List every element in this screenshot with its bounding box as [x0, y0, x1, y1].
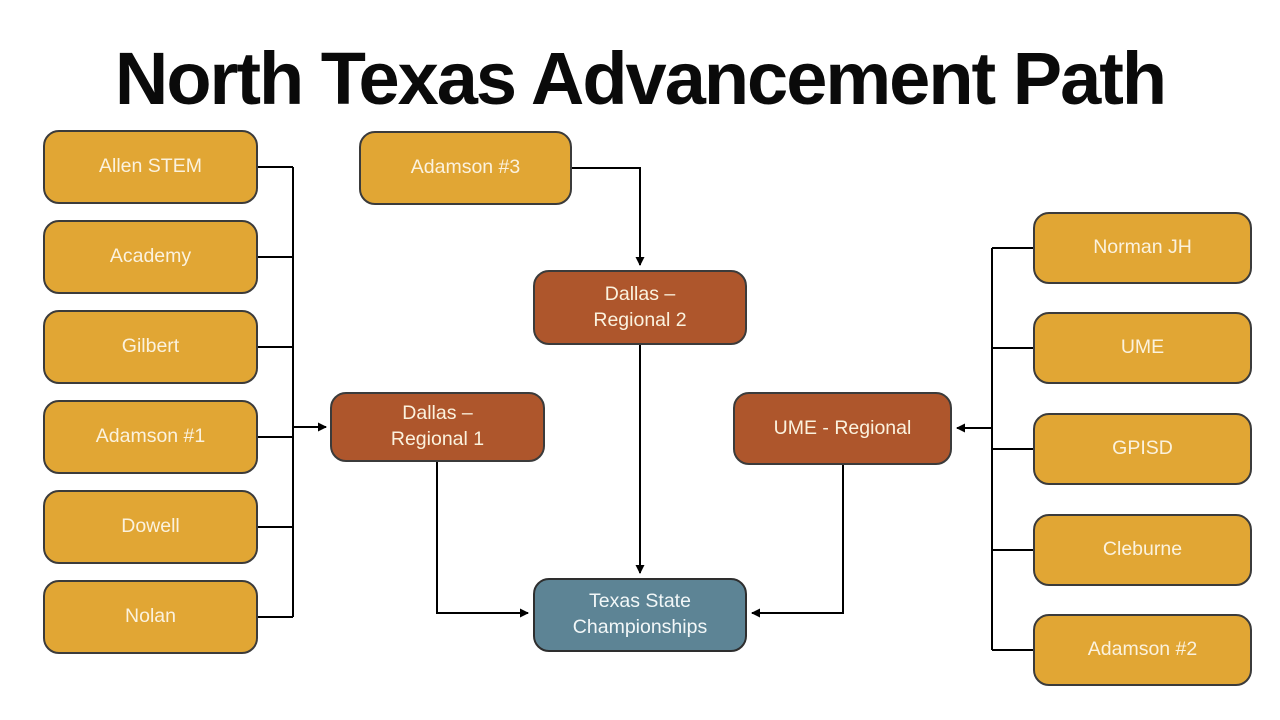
school-label: GPISD: [1112, 437, 1173, 460]
school-label: Gilbert: [121, 335, 180, 358]
regional-box-ume-regional: UME - Regional: [733, 392, 952, 465]
page-title: North Texas Advancement Path: [114, 36, 1167, 120]
school-label: Adamson #1: [95, 425, 206, 448]
regional-label: Dallas – Regional 2: [593, 282, 687, 331]
regional-label: UME - Regional: [773, 416, 912, 439]
state-championship-box: Texas State Championships: [533, 578, 747, 652]
school-label: Nolan: [125, 605, 176, 628]
school-label: Cleburne: [1102, 538, 1183, 561]
school-box-nolan: Nolan: [43, 580, 258, 654]
arrow-regional1-to-state: [436, 462, 529, 618]
school-label: Adamson #3: [410, 156, 521, 179]
arrow-ume-regional-to-state: [751, 465, 844, 618]
school-box-adamson-3: Adamson #3: [359, 131, 572, 205]
school-box-norman-jh: Norman JH: [1033, 212, 1252, 284]
school-box-gilbert: Gilbert: [43, 310, 258, 384]
school-box-adamson-2: Adamson #2: [1033, 614, 1252, 686]
regional-box-dallas-regional-1: Dallas – Regional 1: [330, 392, 545, 462]
school-label: Dowell: [121, 515, 180, 538]
school-label: Allen STEM: [99, 155, 202, 178]
school-box-adamson-1: Adamson #1: [43, 400, 258, 474]
regional-box-dallas-regional-2: Dallas – Regional 2: [533, 270, 747, 345]
school-box-dowell: Dowell: [43, 490, 258, 564]
school-box-academy: Academy: [43, 220, 258, 294]
school-box-gpisd: GPISD: [1033, 413, 1252, 485]
championship-label: Texas State Championships: [572, 590, 708, 638]
school-box-cleburne: Cleburne: [1033, 514, 1252, 586]
school-label: Academy: [109, 245, 192, 268]
school-box-ume: UME: [1033, 312, 1252, 384]
regional-label: Dallas – Regional 1: [390, 402, 485, 450]
school-label: UME: [1120, 336, 1165, 359]
arrow-adamson3-to-regional2: [572, 167, 645, 266]
school-label: Adamson #2: [1087, 638, 1198, 661]
school-box-allen-stem: Allen STEM: [43, 130, 258, 204]
school-label: Norman JH: [1093, 236, 1192, 259]
